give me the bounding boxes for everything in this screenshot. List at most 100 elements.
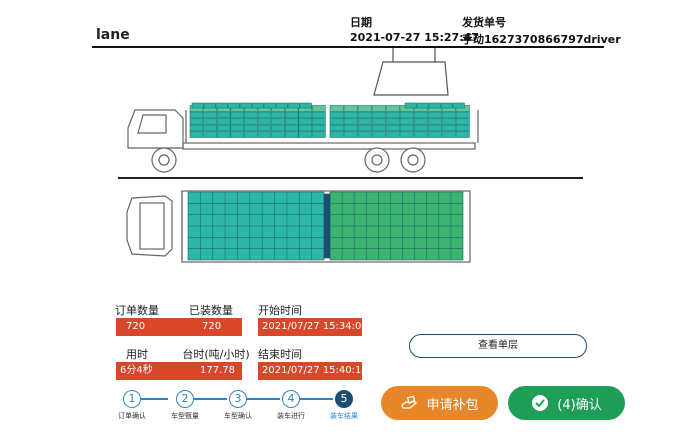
apply-patch-button[interactable]: 申请补包 <box>381 386 498 420</box>
cargo-bag <box>329 118 344 125</box>
cargo-bag <box>312 111 326 119</box>
cargo-bag <box>329 131 344 138</box>
cargo-bag <box>203 102 216 109</box>
step-connector <box>193 398 227 400</box>
cargo-bag <box>244 124 258 132</box>
cargo-bag <box>227 102 240 109</box>
step-connector <box>299 398 333 400</box>
cargo-bag <box>357 131 372 138</box>
shipment-number-value: 手动1627370866797driver <box>462 33 621 46</box>
loaded-quantity-label: 已装数量 <box>189 304 233 317</box>
cargo-bag <box>371 124 386 132</box>
cargo-bag <box>271 124 285 132</box>
step-connector <box>134 398 168 400</box>
cargo-bag <box>413 131 428 138</box>
order-quantity-label: 订单数量 <box>115 304 159 317</box>
truck-side-view <box>127 109 479 173</box>
cargo-bag <box>357 111 372 119</box>
cargo-bag <box>399 124 414 132</box>
cargo-bag <box>413 111 428 119</box>
cargo-bag <box>284 118 299 125</box>
cargo-bag <box>298 118 313 125</box>
cargo-bag <box>371 111 386 119</box>
cargo-bag <box>371 118 386 125</box>
step-3-indicator[interactable]: 3 <box>229 390 247 408</box>
view-single-layer-button[interactable]: 查看单层 <box>409 334 587 358</box>
cargo-bag <box>441 111 456 119</box>
cargo-bag <box>441 118 456 125</box>
cargo-bag <box>284 131 299 138</box>
apply-patch-label: 申请补包 <box>426 397 479 413</box>
cargo-bag <box>203 124 217 132</box>
cargo-bag <box>385 131 400 138</box>
end-time-label: 结束时间 <box>258 348 302 361</box>
cargo-bag <box>257 118 272 125</box>
step-5-indicator[interactable]: 5 <box>335 390 353 408</box>
cargo-bag <box>263 102 276 109</box>
cargo-bag <box>271 131 285 138</box>
date-label: 日期 <box>350 16 372 29</box>
step-1-label: 订单确认 <box>118 412 146 420</box>
confirm-button[interactable]: (4)确认 <box>508 386 625 420</box>
cargo-bag <box>385 118 400 125</box>
cargo-bag <box>216 118 231 125</box>
cargo-bag <box>299 102 312 109</box>
shipment-number-label: 发货单号 <box>462 16 506 29</box>
cargo-bag <box>357 118 372 125</box>
confirm-label: (4)确认 <box>557 397 602 413</box>
cargo-bag <box>441 131 456 138</box>
elapsed-value: 6分4秒 <box>120 365 153 376</box>
step-4-label: 装车进行 <box>277 412 305 420</box>
cargo-bag <box>189 111 204 119</box>
time-rate-box: 6分4秒 177.78 <box>116 362 242 380</box>
cargo-bag <box>257 131 272 138</box>
cargo-bag <box>357 124 372 132</box>
cargo-bag <box>312 118 326 125</box>
cargo-bag <box>298 124 313 132</box>
hand-package-icon <box>400 395 418 411</box>
cargo-bag <box>203 131 217 138</box>
check-circle-icon <box>531 394 549 412</box>
cargo-bag <box>284 124 299 132</box>
cargo-bag <box>404 102 417 109</box>
cargo-bag <box>189 124 204 132</box>
cargo-bag <box>455 124 470 132</box>
step-2-indicator[interactable]: 2 <box>176 390 194 408</box>
cargo-bag <box>413 118 428 125</box>
cargo-bag <box>312 124 326 132</box>
cargo-bag <box>427 131 442 138</box>
cargo-bag <box>385 124 400 132</box>
cargo-bag <box>329 111 344 119</box>
cargo-bag <box>230 131 245 138</box>
step-2-label: 车型甄量 <box>171 412 199 420</box>
cargo-bag <box>357 105 372 112</box>
cargo-bag <box>312 105 326 112</box>
cargo-gap <box>323 193 331 259</box>
truck-load-visualization <box>118 48 583 263</box>
cargo-bag <box>244 131 258 138</box>
date-value: 2021-07-27 15:27:47 <box>350 31 479 44</box>
cargo-bag <box>257 111 272 119</box>
step-connector <box>246 398 280 400</box>
cargo-bag <box>343 131 358 138</box>
start-time-value: 2021/07/27 15:34:09 <box>258 318 368 336</box>
cargo-bag <box>343 111 358 119</box>
loaded-quantity-value: 720 <box>202 321 222 332</box>
elapsed-label: 用时 <box>126 348 148 361</box>
cargo-bag <box>399 118 414 125</box>
step-4-indicator[interactable]: 4 <box>282 390 300 408</box>
cargo-bag <box>230 111 245 119</box>
step-3-label: 车型确认 <box>224 412 252 420</box>
cargo-bag <box>230 124 245 132</box>
step-1-indicator[interactable]: 1 <box>123 390 141 408</box>
cargo-bag <box>298 111 313 119</box>
header-divider <box>92 46 604 48</box>
cargo-bag <box>189 131 204 138</box>
cargo-bag <box>329 124 344 132</box>
cargo-bag <box>416 102 429 109</box>
cargo-bag <box>244 118 258 125</box>
cargo-bag <box>427 111 442 119</box>
cargo-bag <box>239 102 252 109</box>
end-time-value: 2021/07/27 15:40:14 <box>258 362 368 380</box>
cargo-bag <box>329 105 344 112</box>
